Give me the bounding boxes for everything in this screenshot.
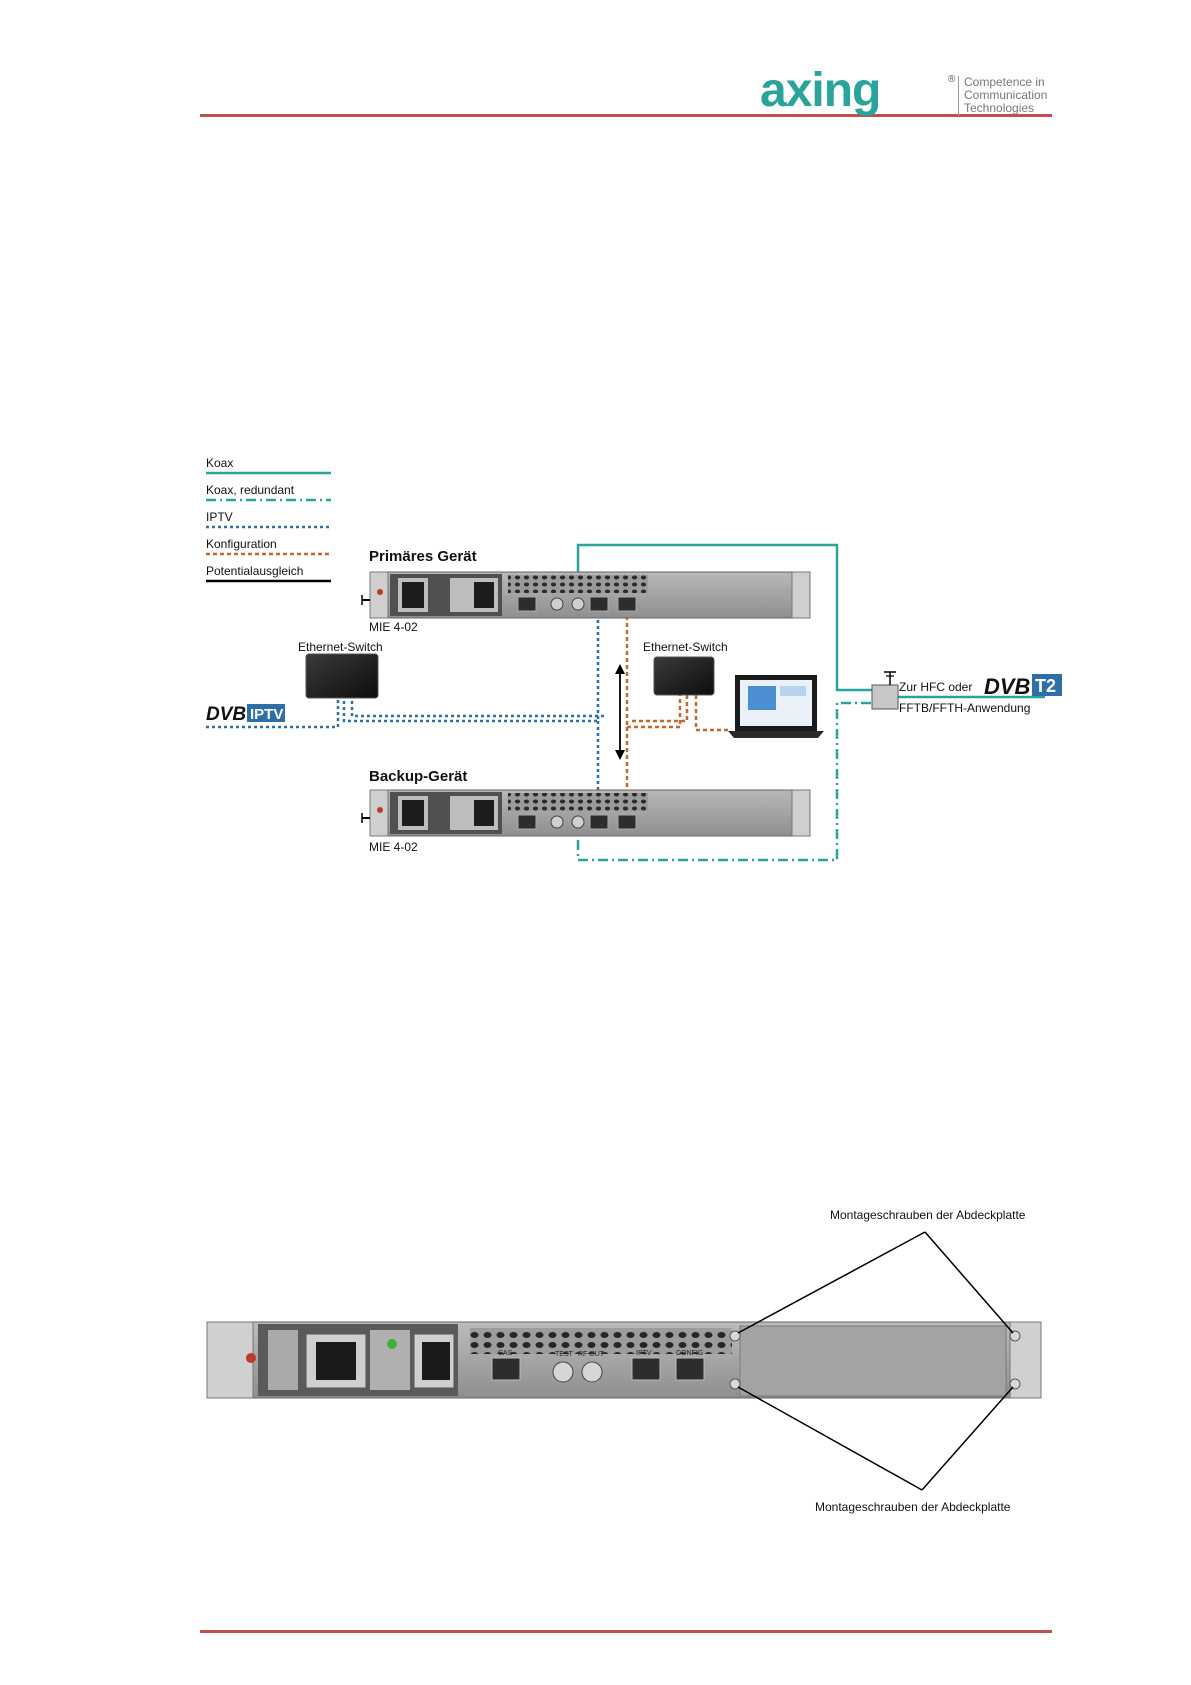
- iptv-line-switch-a: [342, 602, 600, 723]
- axing-logo: axing ® Competence in Communication Tech…: [760, 66, 1050, 122]
- svg-text:IPTV: IPTV: [636, 1350, 652, 1357]
- laptop: [728, 675, 824, 738]
- backup-device: [361, 789, 811, 837]
- svg-text:TEST: TEST: [555, 1351, 574, 1358]
- ethernet-switch-left-label: Ethernet-Switch: [298, 640, 383, 654]
- rear-panel-diagram: CAS TEST RF OUT IPTV CONFIG: [206, 1231, 1042, 1491]
- primary-device-model: MIE 4-02: [369, 620, 418, 634]
- wiring-diagram: DVB IPTV DVB T2: [206, 471, 1062, 862]
- hfc-label-line-1: Zur HFC oder: [899, 680, 973, 694]
- svg-text:DVB: DVB: [206, 704, 246, 725]
- logo-tagline: Competence in Communication Technologies: [964, 76, 1047, 115]
- header-rule: [200, 114, 1052, 117]
- callout-line-bottom-right: [921, 1386, 1014, 1491]
- ethernet-switch-left: [305, 653, 379, 699]
- redundancy-arrow-head-up: [615, 664, 625, 674]
- legend-label-potentialausgleich: Potentialausgleich: [206, 564, 304, 578]
- footer-rule: [200, 1630, 1052, 1633]
- svg-text:RF OUT: RF OUT: [578, 1351, 605, 1358]
- splitter: [871, 671, 899, 710]
- callout-line-bottom-left: [737, 1386, 923, 1491]
- mounting-screws-label-top: Montageschrauben der Abdeckplatte: [830, 1208, 1026, 1222]
- dvb-iptv-logo: DVB IPTV: [206, 704, 285, 725]
- port-labels: CAS TEST RF OUT IPTV CONFIG: [498, 1350, 703, 1358]
- tagline-line-3: Technologies: [964, 101, 1035, 115]
- svg-text:IPTV: IPTV: [250, 706, 283, 723]
- logo-wordmark: axing: [760, 64, 881, 117]
- legend-label-koax: Koax: [206, 456, 234, 470]
- callout-line-top-right: [924, 1231, 1014, 1334]
- hfc-label-line-2: FFTB/FFTH-Anwendung: [899, 701, 1031, 715]
- legend-label-koax-redundant: Koax, redundant: [206, 483, 295, 497]
- redundancy-arrow-head-down: [615, 750, 625, 760]
- logo-separator: [958, 76, 959, 116]
- mounting-screws-label-bottom: Montageschrauben der Abdeckplatte: [815, 1500, 1011, 1514]
- svg-text:CONFIG: CONFIG: [676, 1350, 703, 1357]
- legend-label-iptv: IPTV: [206, 510, 233, 524]
- iptv-line-switch-b: [350, 695, 604, 718]
- tagline-line-1: Competence in: [964, 75, 1045, 89]
- backup-device-title: Backup-Gerät: [369, 768, 468, 785]
- legend-label-konfiguration: Konfiguration: [206, 537, 277, 551]
- koax-line: [576, 543, 880, 692]
- rear-panel: [206, 1321, 1042, 1399]
- config-line-switch-b: [632, 695, 689, 723]
- config-line-laptop: [694, 695, 730, 732]
- tagline-line-2: Communication: [964, 88, 1048, 102]
- callout-line-top-left: [737, 1231, 926, 1334]
- koax-redundant-line: [576, 701, 880, 862]
- svg-text:CAS: CAS: [498, 1350, 513, 1357]
- backup-device-model: MIE 4-02: [369, 840, 418, 854]
- iptv-line-main: [206, 695, 340, 729]
- ethernet-switch-right: [653, 656, 715, 696]
- dvb-t2-logo: DVB T2: [984, 674, 1062, 699]
- logo-registered: ®: [948, 74, 956, 85]
- primary-device-title: Primäres Gerät: [369, 548, 477, 565]
- ethernet-switch-right-label: Ethernet-Switch: [643, 640, 728, 654]
- config-line-switch: [627, 695, 682, 729]
- primary-device: [361, 571, 811, 619]
- svg-text:DVB: DVB: [984, 674, 1031, 699]
- svg-text:T2: T2: [1035, 676, 1056, 696]
